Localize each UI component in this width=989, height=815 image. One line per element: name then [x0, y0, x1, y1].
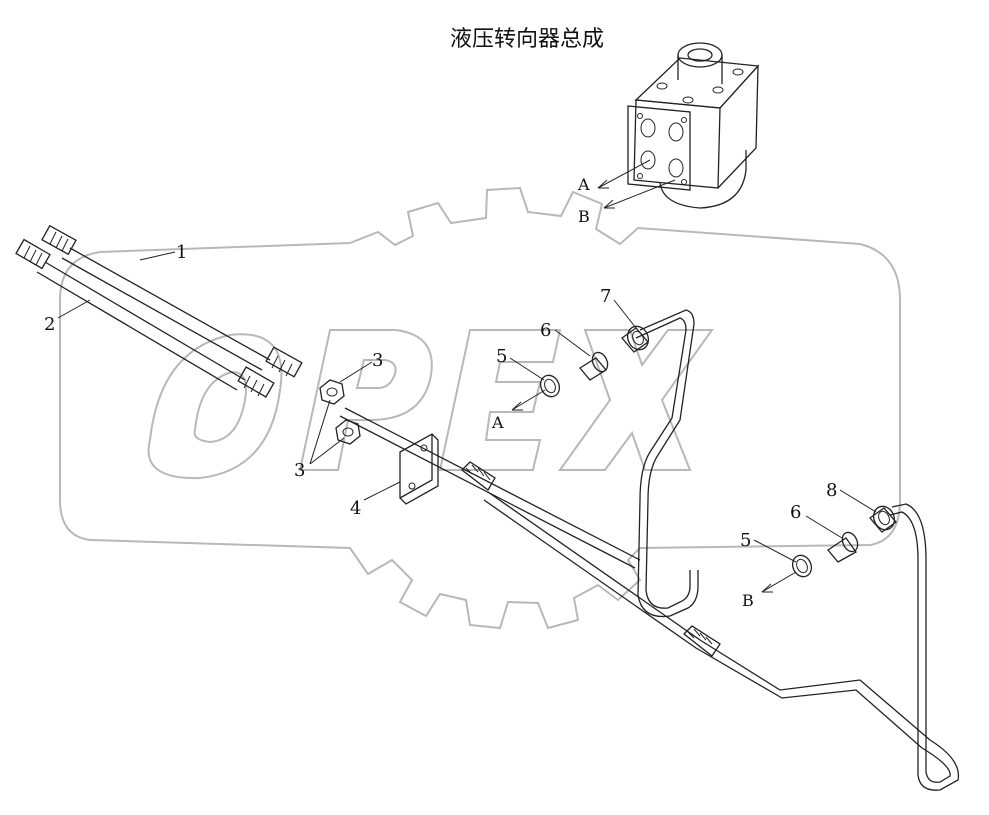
- steering-unit: [627, 42, 760, 209]
- port-arrows-fittings: [511, 389, 797, 593]
- port-a-mid-label: A: [491, 413, 504, 432]
- rigid-tube-7: [635, 309, 699, 618]
- leader-lines: [57, 251, 877, 563]
- rigid-tube-8: [483, 491, 960, 791]
- nut-3-lower: [335, 419, 361, 445]
- callout-5-b: 5: [740, 530, 751, 551]
- rigid-tube-upper: [339, 407, 641, 569]
- watermark-gear: [59, 186, 901, 630]
- port-a-top-label: A: [577, 175, 590, 194]
- callout-4: 4: [350, 498, 361, 519]
- callout-6-a: 6: [540, 320, 551, 341]
- clamp-bracket-4: [399, 433, 439, 505]
- fitting-group-a: [539, 325, 650, 398]
- callout-3-lower: 3: [294, 460, 305, 481]
- callout-1: 1: [176, 242, 187, 263]
- title-label: 液压转向器总成: [450, 27, 604, 52]
- port-arrows-top: [597, 159, 676, 209]
- nut-3-upper: [319, 379, 345, 405]
- callout-5-a: 5: [496, 346, 507, 367]
- callout-7: 7: [600, 286, 611, 307]
- port-b-low-label: B: [742, 591, 754, 610]
- hose-1: [41, 224, 303, 378]
- callout-6-b: 6: [790, 502, 801, 523]
- hose-2: [15, 238, 275, 398]
- watermark-opex: [147, 329, 714, 480]
- callout-8: 8: [826, 480, 837, 501]
- fitting-group-b: [791, 505, 897, 578]
- port-b-top-label: B: [578, 207, 590, 226]
- callout-2: 2: [44, 314, 55, 335]
- callout-3-upper: 3: [372, 350, 383, 371]
